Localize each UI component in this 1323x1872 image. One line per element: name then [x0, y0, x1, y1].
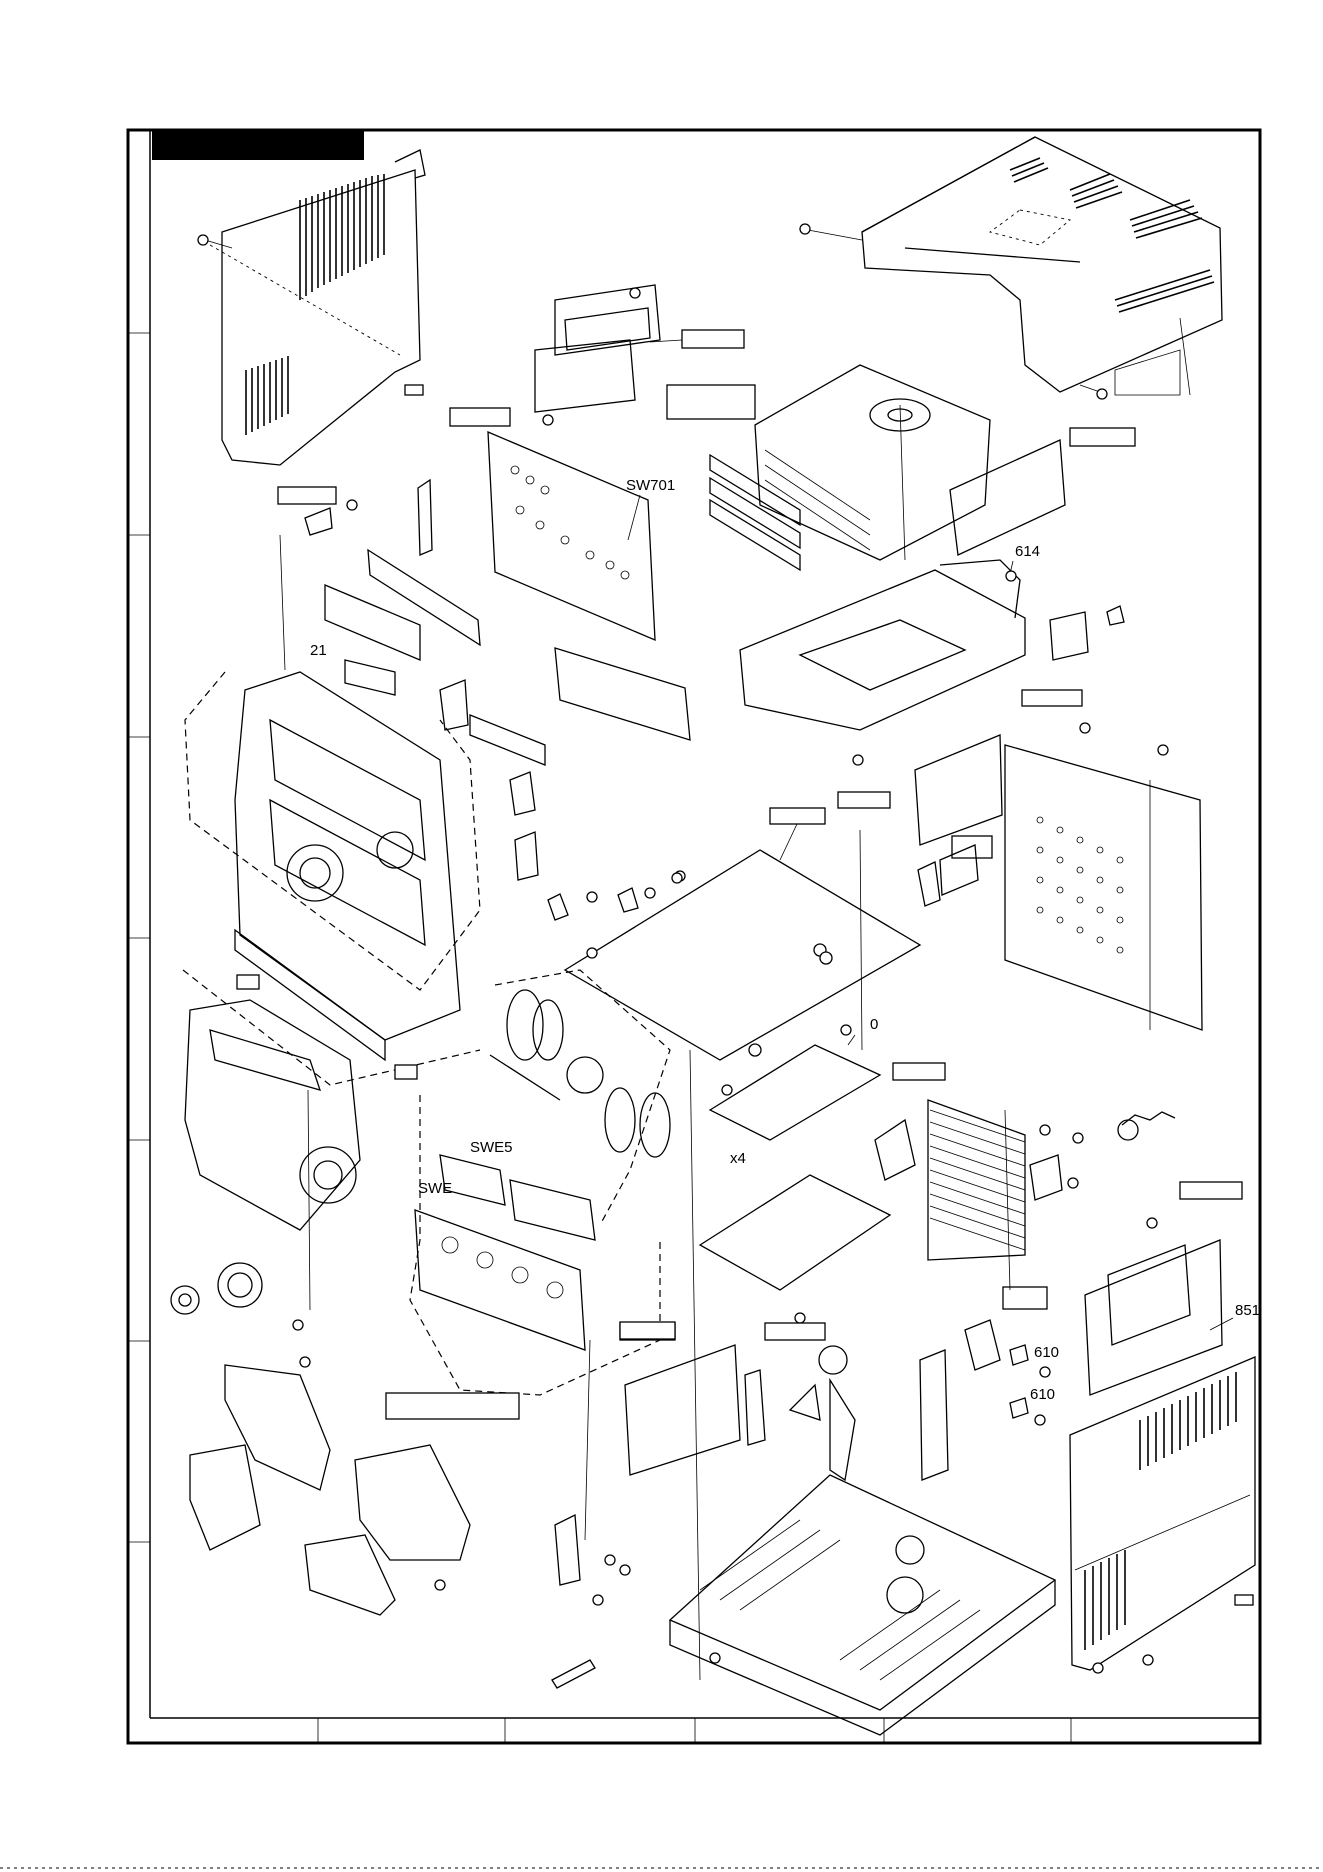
label-610b: 610 — [1030, 1386, 1055, 1403]
part-ref-box-8 — [952, 836, 992, 858]
part-ref-box-10 — [386, 1393, 519, 1419]
part-ref-box-6 — [1022, 690, 1082, 706]
cassette-doors — [171, 1000, 470, 1615]
part-ref-box-3 — [1070, 428, 1135, 446]
front-panel-main — [183, 672, 480, 1085]
label-swe5: SWE5 — [470, 1139, 513, 1156]
lower-middle-brackets — [552, 1322, 855, 1688]
label-sw701: SW701 — [626, 477, 675, 494]
bottom-plate-upper — [565, 808, 920, 1060]
part-ref-box-11 — [893, 1063, 945, 1080]
label-610a: 610 — [1034, 1344, 1059, 1361]
title-block-black — [152, 130, 364, 160]
part-ref-box-9 — [770, 808, 825, 824]
part-ref-box-15 — [1003, 1287, 1047, 1309]
part-ref-box-7 — [838, 792, 890, 808]
part-ref-box-12 — [765, 1323, 825, 1340]
cd-mechanism — [667, 365, 1135, 570]
part-ref-box-5 — [278, 487, 336, 504]
part-ref-box-1 — [682, 330, 744, 348]
label-21: 21 — [310, 642, 327, 659]
rear-panel-right — [838, 723, 1202, 1030]
part-ref-box-2 — [667, 385, 755, 419]
label-614: 614 — [1015, 543, 1040, 560]
label-851: 851 — [1235, 1302, 1260, 1319]
top-cabinet — [800, 137, 1222, 399]
display-assembly: 21 — [278, 480, 480, 695]
small-parts-center — [440, 680, 685, 920]
label-x4: x4 — [730, 1150, 746, 1167]
bottom-chassis — [670, 1475, 1103, 1735]
part-ref-box-14 — [1180, 1182, 1242, 1199]
part-ref-box-4 — [450, 408, 510, 426]
tape-mechanism: SWE5 SWE — [386, 970, 670, 1419]
chassis-frame: 614 — [740, 543, 1124, 765]
assembly-guides — [280, 318, 1190, 1680]
amp-board: x4 0 — [620, 1016, 1025, 1340]
part-ref-box-16 — [620, 1322, 675, 1339]
rear-panel-lower-right — [1070, 1357, 1255, 1670]
label-swe: SWE — [418, 1180, 452, 1197]
front-pcb: SW701 — [450, 408, 690, 740]
rear-panel-left — [198, 150, 425, 465]
label-0: 0 — [870, 1016, 878, 1033]
right-cable-parts — [1030, 1112, 1242, 1200]
